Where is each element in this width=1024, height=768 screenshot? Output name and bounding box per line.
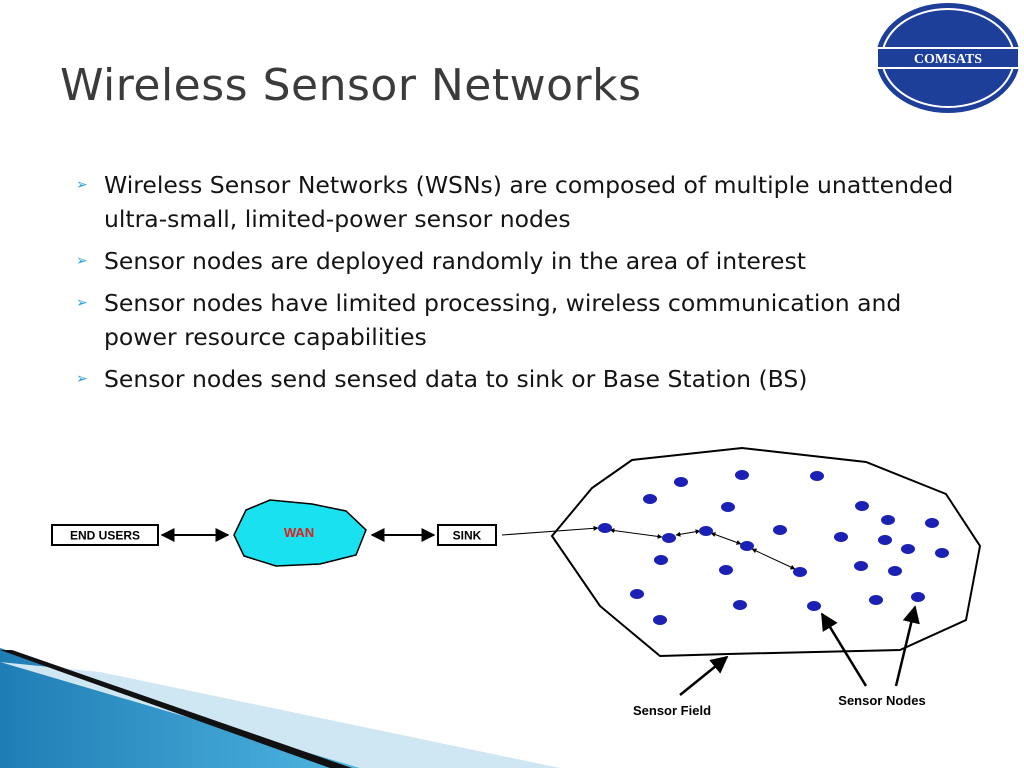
sensor-node — [773, 525, 787, 535]
sensor-node — [925, 518, 939, 528]
comsats-logo: COMSATS — [876, 3, 1020, 113]
sensor-node — [834, 532, 848, 542]
sensor-node — [881, 515, 895, 525]
sensor-field-label: Sensor Field — [633, 703, 711, 718]
bullet-list: ➢ Wireless Sensor Networks (WSNs) are co… — [76, 168, 976, 404]
sensor-nodes-label: Sensor Nodes — [838, 693, 925, 708]
sensor-node — [735, 470, 749, 480]
sensor-node — [854, 561, 868, 571]
callout-arrows — [679, 605, 920, 696]
chevron-right-icon: ➢ — [76, 295, 88, 311]
link-sink-node — [501, 525, 599, 536]
sensor-node — [935, 548, 949, 558]
sink-label: SINK — [453, 529, 482, 543]
sensor-node — [630, 589, 644, 599]
wan-label: WAN — [284, 525, 314, 540]
chevron-right-icon: ➢ — [76, 371, 88, 387]
sensor-node — [740, 541, 754, 551]
corner-decoration — [0, 648, 560, 768]
bullet-item: ➢ Sensor nodes are deployed randomly in … — [76, 244, 976, 278]
sensor-node — [793, 567, 807, 577]
end-users-label: END USERS — [70, 529, 140, 543]
slide-title: Wireless Sensor Networks — [60, 60, 642, 111]
bullet-item: ➢ Wireless Sensor Networks (WSNs) are co… — [76, 168, 976, 236]
sensor-node — [911, 592, 925, 602]
chevron-right-icon: ➢ — [76, 253, 88, 269]
sensor-node — [901, 544, 915, 554]
sensor-node — [888, 566, 902, 576]
sensor-node — [721, 502, 735, 512]
sensor-field-boundary — [550, 446, 982, 658]
sensor-node — [733, 600, 747, 610]
sensor-node — [674, 477, 688, 487]
sensor-node — [855, 501, 869, 511]
sensor-node — [810, 471, 824, 481]
sensor-node — [869, 595, 883, 605]
bullet-text: Sensor nodes are deployed randomly in th… — [104, 247, 806, 275]
multihop-path — [609, 528, 796, 570]
bullet-item: ➢ Sensor nodes have limited processing, … — [76, 286, 976, 354]
sensor-node — [662, 533, 676, 543]
end-users-box: END USERS — [51, 524, 159, 546]
sensor-node — [598, 523, 612, 533]
sensor-node — [719, 565, 733, 575]
sensor-node — [643, 494, 657, 504]
bullet-item: ➢ Sensor nodes send sensed data to sink … — [76, 362, 976, 396]
bullet-text: Sensor nodes send sensed data to sink or… — [104, 365, 808, 393]
logo-text: COMSATS — [914, 52, 982, 67]
sensor-node — [653, 615, 667, 625]
bullet-text: Sensor nodes have limited processing, wi… — [104, 289, 902, 351]
sensor-node — [699, 526, 713, 536]
wsn-diagram: END USERS WAN SINK — [0, 446, 982, 768]
bullet-text: Wireless Sensor Networks (WSNs) are comp… — [104, 171, 954, 233]
sensor-node — [878, 535, 892, 545]
chevron-right-icon: ➢ — [76, 177, 88, 193]
sensor-node — [807, 601, 821, 611]
wan-cloud: WAN — [233, 499, 367, 567]
sensor-node — [654, 555, 668, 565]
sensor-nodes — [598, 470, 949, 625]
sink-box: SINK — [437, 524, 497, 546]
